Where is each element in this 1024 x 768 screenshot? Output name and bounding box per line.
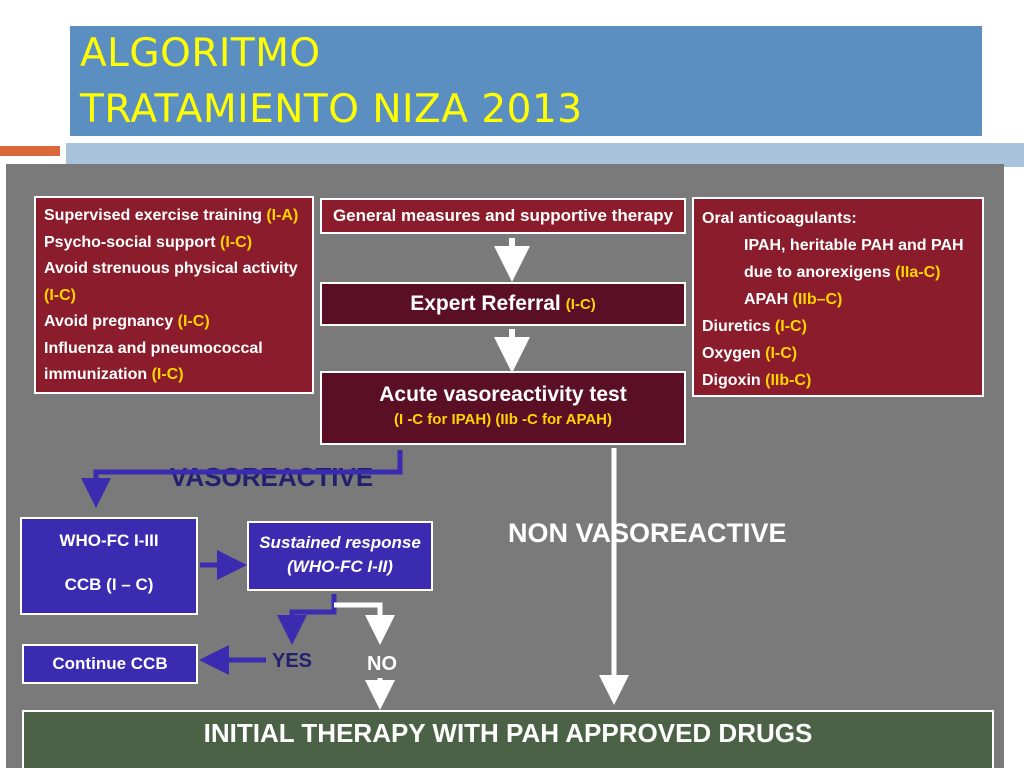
lifestyle-item: Avoid strenuous physical activity [44,256,312,283]
lifestyle-item-text: immunization [44,366,152,383]
anticoag-line-3-level: (IIb–C) [792,291,843,308]
anticoag-line-2-level: (IIa-C) [895,264,941,281]
lifestyle-item-level: (I-C) [44,286,76,304]
slide-title: ALGORITMO TRATAMIENTO NIZA 2013 [80,26,583,138]
vasoreactive-label: VASOREACTIVE [170,462,374,492]
digoxin-line: Digoxin (IIb-C) [702,367,982,394]
anticoag-line-2: due to anorexigens (IIa-C) [702,259,982,286]
lifestyle-item: Influenza and pneumococcal [44,336,312,363]
general-measures-label: General measures and supportive therapy [332,206,674,225]
lifestyle-item: immunization (I-C) [44,362,312,389]
acute-test-title: Acute vasoreactivity test [379,383,627,406]
digoxin-text: Digoxin [702,372,766,389]
oxygen-text: Oxygen [702,345,766,362]
initial-therapy-label: INITIAL THERAPY WITH PAH APPROVED DRUGS [203,718,813,748]
accent-bar-orange [0,146,60,156]
lifestyle-item-text: Avoid strenuous physical activity [44,260,298,277]
diuretics-text: Diuretics [702,318,775,335]
initial-therapy-box: INITIAL THERAPY WITH PAH APPROVED DRUGS [22,710,994,768]
oral-anticoagulants: Oral anticoagulants: [702,210,857,227]
title-line-2: TRATAMIENTO NIZA 2013 [80,87,583,132]
lifestyle-item-level: (I-C) [220,233,253,251]
continue-ccb-label: Continue CCB [52,654,168,673]
anticoag-line-1: IPAH, heritable PAH and PAH [744,237,964,254]
sustained-line-2: (WHO-FC I-II) [287,557,393,576]
general-measures-box: General measures and supportive therapy [320,198,686,234]
who-fc-box: WHO-FC I-III CCB (I – C) [20,517,198,615]
lifestyle-item-level: (I-C) [177,313,210,330]
digoxin-level: (IIb-C) [765,372,812,389]
continue-ccb-box: Continue CCB [22,644,198,684]
lifestyle-item: Supervised exercise training (I-A) [44,203,312,230]
lifestyle-item: Avoid pregnancy (I-C) [44,309,312,336]
lifestyle-measures-box: Supervised exercise training (I-A)Psycho… [34,196,314,394]
lifestyle-item: Psycho-social support (I-C) [44,230,312,257]
anticoag-line-3-text: APAH [744,291,793,308]
lifestyle-item: (I-C) [44,283,312,310]
accent-bar-blue [66,143,1024,167]
acute-test-level: (I -C for IPAH) (IIb -C for APAH) [393,411,613,428]
title-line-1: ALGORITMO [80,31,321,76]
sustained-line-1: Sustained response [259,533,421,552]
expert-referral-label: Expert Referral [410,292,561,315]
oxygen-level: (I-C) [765,345,798,362]
anticoag-line-3: APAH (IIb–C) [702,286,982,313]
lifestyle-item-text: Avoid pregnancy [44,313,178,330]
expert-referral-level: (I-C) [565,295,596,313]
title-bar [70,26,982,136]
lifestyle-item-level: (I-A) [266,207,299,224]
ccb-label: CCB (I – C) [64,575,154,594]
supportive-list: Oral anticoagulants: IPAH, heritable PAH… [702,205,982,394]
diuretics-level: (I-C) [774,318,807,335]
lifestyle-item-text: Influenza and pneumococcal [44,339,263,357]
lifestyle-item-text: Psycho-social support [44,233,221,251]
who-fc-label: WHO-FC I-III [59,531,159,550]
yes-label: YES [272,650,313,672]
lifestyle-item-text: Supervised exercise training [44,207,267,224]
non-vasoreactive-label: NON VASOREACTIVE [508,518,787,548]
acute-vasoreactivity-box: Acute vasoreactivity test (I -C for IPAH… [320,371,686,445]
lifestyle-item-level: (I-C) [151,366,184,383]
expert-referral-box: Expert Referral (I-C) [320,282,686,326]
no-label: NO [367,653,397,675]
anticoag-line-2-text: due to anorexigens [744,264,896,281]
diuretics-line: Diuretics (I-C) [702,313,982,340]
oxygen-line: Oxygen (I-C) [702,340,982,367]
supportive-therapy-box: Oral anticoagulants: IPAH, heritable PAH… [692,197,984,397]
sustained-response-box: Sustained response (WHO-FC I-II) [247,521,433,591]
lifestyle-list: Supervised exercise training (I-A)Psycho… [44,203,312,389]
